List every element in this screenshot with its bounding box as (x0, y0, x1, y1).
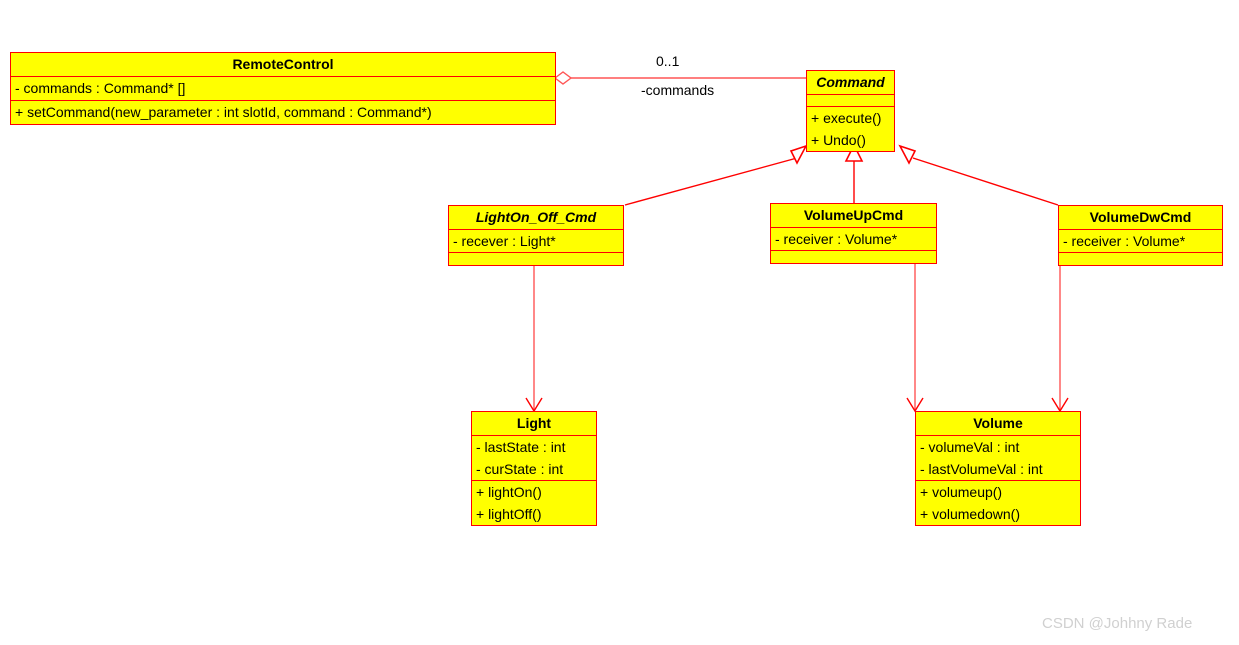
attributes-compartment: - volumeVal : int - lastVolumeVal : int (916, 436, 1080, 481)
class-box-light[interactable]: Light - lastState : int - curState : int… (471, 411, 597, 526)
operations-compartment: + lightOn() + lightOff() (472, 481, 596, 525)
attributes-compartment: - lastState : int - curState : int (472, 436, 596, 481)
attribute-row: - receiver : Volume* (775, 231, 898, 247)
operation-row: + lightOn() (476, 484, 542, 500)
attribute-row: - recever : Light* (453, 233, 556, 249)
operations-compartment: + execute() + Undo() (807, 107, 894, 151)
class-name-compartment: LightOn_Off_Cmd (449, 206, 623, 230)
class-box-volume-dw-cmd[interactable]: VolumeDwCmd - receiver : Volume* (1058, 205, 1223, 266)
class-box-command[interactable]: Command + execute() + Undo() (806, 70, 895, 152)
operation-row: + Undo() (811, 132, 866, 148)
operation-row: + volumeup() (920, 484, 1003, 500)
class-name-lighton-off-cmd: LightOn_Off_Cmd (475, 209, 597, 225)
class-name-compartment: VolumeDwCmd (1059, 206, 1222, 230)
class-name-volume-dw-cmd: VolumeDwCmd (1089, 209, 1192, 225)
edge-volumedw-command-generalization (898, 144, 1059, 206)
edge-lighton-command-generalization (624, 144, 808, 206)
operation-row: + setCommand(new_parameter : int slotId,… (15, 104, 432, 120)
class-box-volume-up-cmd[interactable]: VolumeUpCmd - receiver : Volume* (770, 203, 937, 264)
operation-row: + volumedown() (920, 506, 1020, 522)
class-name-command: Command (816, 74, 885, 90)
edge-volumeup-volume-association (906, 258, 924, 413)
class-name-remote-control: RemoteControl (232, 56, 334, 72)
operation-row: + lightOff() (476, 506, 542, 522)
class-name-compartment: Command (807, 71, 894, 95)
class-box-volume[interactable]: Volume - volumeVal : int - lastVolumeVal… (915, 411, 1081, 526)
operations-compartment: + setCommand(new_parameter : int slotId,… (11, 101, 555, 124)
class-name-volume-up-cmd: VolumeUpCmd (803, 207, 904, 223)
edge-volumedw-volume-association (1051, 260, 1069, 413)
operation-row: + execute() (811, 110, 882, 126)
attribute-row: - lastState : int (476, 439, 566, 455)
attribute-row: - commands : Command* [] (15, 80, 186, 96)
class-name-compartment: Light (472, 412, 596, 436)
attributes-compartment-empty (807, 95, 894, 107)
attributes-compartment: - receiver : Volume* (1059, 230, 1222, 253)
class-name-compartment: VolumeUpCmd (771, 204, 936, 228)
attribute-row: - curState : int (476, 461, 564, 477)
attributes-compartment: - commands : Command* [] (11, 77, 555, 101)
attributes-compartment: - recever : Light* (449, 230, 623, 253)
operations-compartment: + volumeup() + volumedown() (916, 481, 1080, 525)
operations-compartment-empty (1059, 253, 1222, 265)
attribute-row: - volumeVal : int (920, 439, 1020, 455)
attribute-row: - lastVolumeVal : int (920, 461, 1043, 477)
class-name-compartment: RemoteControl (11, 53, 555, 77)
class-name-compartment: Volume (916, 412, 1080, 436)
class-name-volume: Volume (973, 415, 1023, 431)
edge-label-role-commands: -commands (641, 82, 715, 98)
operations-compartment-empty (771, 251, 936, 263)
edge-lighton-light-association (525, 260, 543, 413)
class-box-remote-control[interactable]: RemoteControl - commands : Command* [] +… (10, 52, 556, 125)
class-box-lighton-off-cmd[interactable]: LightOn_Off_Cmd - recever : Light* (448, 205, 624, 266)
attribute-row: - receiver : Volume* (1063, 233, 1186, 249)
class-name-light: Light (516, 415, 552, 431)
operations-compartment-empty (449, 253, 623, 265)
edge-volumeup-command-generalization (844, 143, 864, 203)
attributes-compartment: - receiver : Volume* (771, 228, 936, 251)
watermark-text: CSDN @Johhny Rade (1042, 615, 1193, 632)
edge-label-multiplicity: 0..1 (656, 53, 680, 69)
